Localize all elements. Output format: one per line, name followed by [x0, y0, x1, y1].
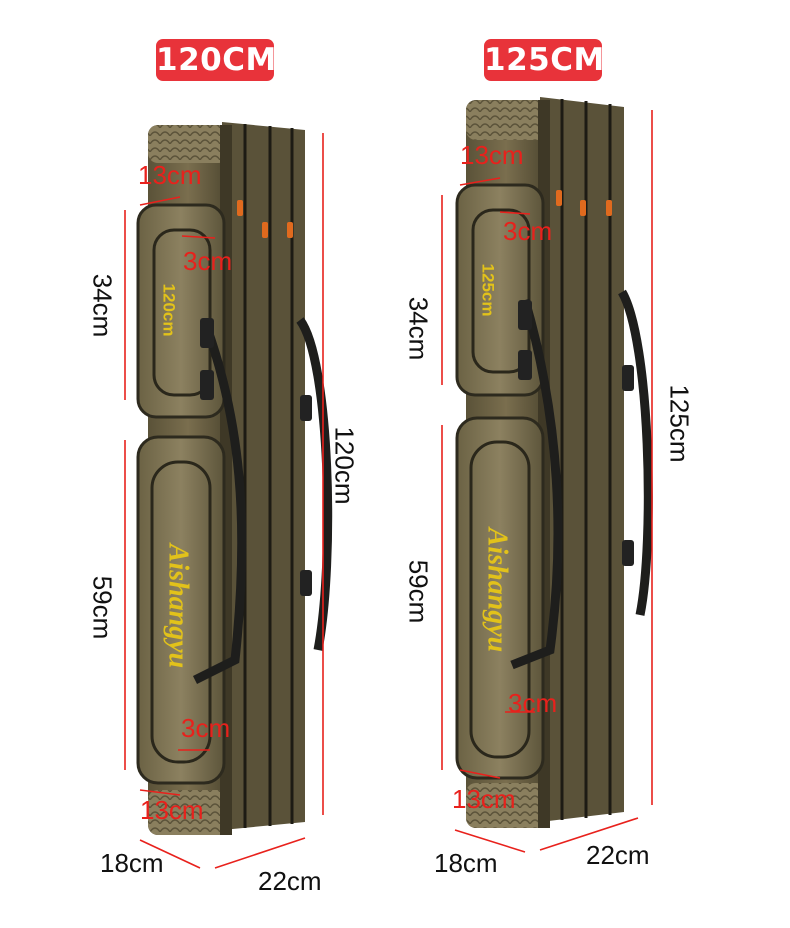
- dim-width: 22cm: [258, 866, 322, 896]
- dim-large-pouch: 59cm: [87, 575, 118, 640]
- dim-total-length: 120cm: [329, 426, 360, 505]
- dim-top-margin: 13cm: [138, 160, 202, 190]
- brand-logo-text: Aishangyu: [481, 527, 513, 653]
- dim-top-margin: 13cm: [460, 140, 524, 170]
- size-tag: 120CM: [156, 39, 276, 81]
- dim-bottom-margin: 13cm: [452, 784, 516, 814]
- dim-top-inner: 3cm: [503, 216, 553, 246]
- dimension-lines: [124, 110, 653, 869]
- dim-width: 22cm: [586, 840, 650, 870]
- dim-depth: 18cm: [100, 848, 164, 878]
- dim-total-length: 125cm: [664, 384, 695, 463]
- pouch-label: 125cm: [478, 263, 498, 317]
- bag-body: [136, 122, 333, 835]
- dim-bottom-inner: 3cm: [508, 688, 558, 718]
- dim-small-pouch: 34cm: [403, 296, 434, 361]
- dim-bottom-margin: 13cm: [140, 795, 204, 825]
- bag-body-2: [455, 97, 653, 828]
- dim-large-pouch: 59cm: [403, 559, 434, 624]
- dim-small-pouch: 34cm: [87, 273, 118, 338]
- dim-depth: 18cm: [434, 848, 498, 878]
- dim-bottom-inner: 3cm: [181, 713, 231, 743]
- size-tag: 125CM: [484, 39, 604, 81]
- dim-top-inner: 3cm: [183, 246, 233, 276]
- brand-logo-text: Aishangyu: [162, 543, 194, 669]
- pouch-label: 120cm: [159, 283, 179, 337]
